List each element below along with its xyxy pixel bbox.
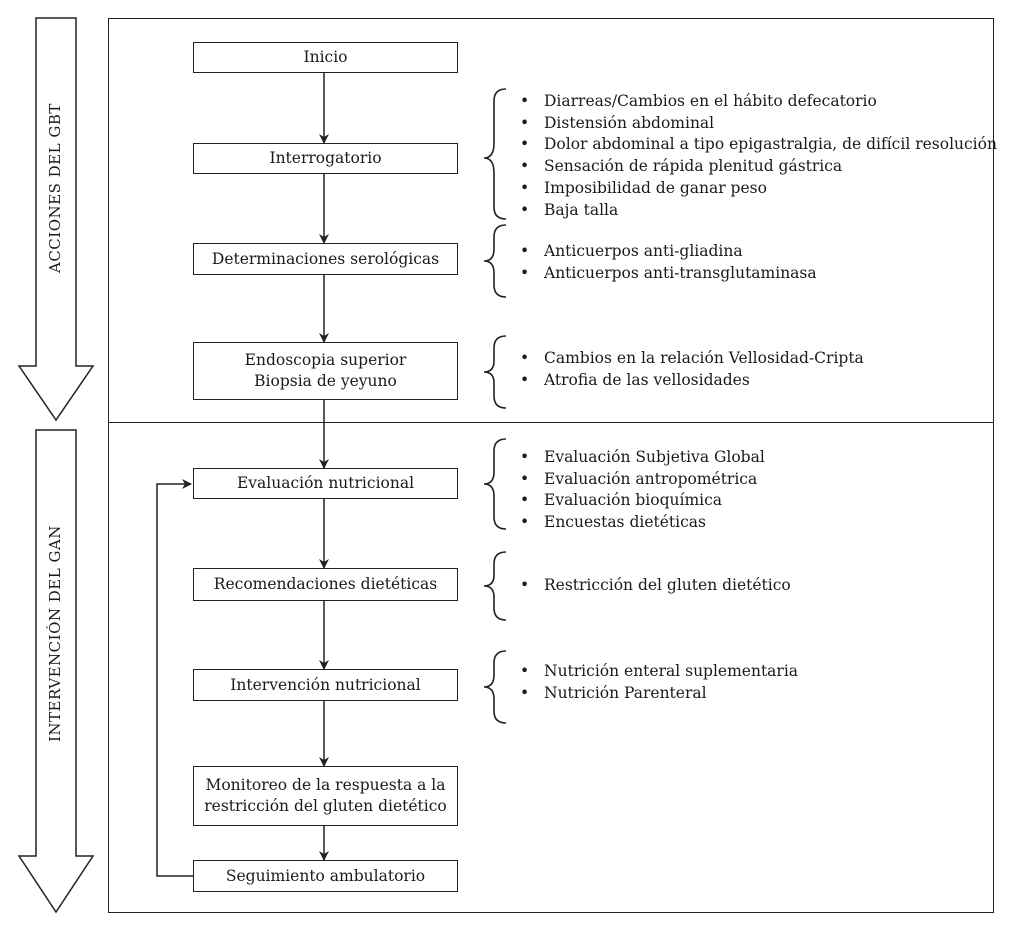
- list-item: Baja talla: [520, 200, 997, 222]
- step-endoscopia: Endoscopia superior Biopsia de yeyuno: [193, 342, 458, 400]
- step-monitoreo-line1: Monitoreo de la respuesta a la: [205, 776, 446, 794]
- feedback-loop-arrow: [156, 479, 193, 877]
- step-intervencion-label: Intervención nutricional: [230, 675, 421, 694]
- step-interrogatorio-label: Interrogatorio: [269, 149, 382, 167]
- brace-intervencion: [483, 650, 507, 724]
- step-seguimiento: Seguimiento ambulatorio: [193, 860, 458, 892]
- list-item: Encuestas dietéticas: [520, 512, 765, 534]
- list-item: Evaluación antropométrica: [520, 469, 765, 491]
- list-item: Nutrición enteral suplementaria: [520, 661, 798, 683]
- section-divider: [108, 422, 994, 423]
- list-item: Distensión abdominal: [520, 113, 997, 135]
- step-evaluacion-label: Evaluación nutricional: [236, 474, 415, 492]
- section-label-gan: INTERVENCIÓN DEL GAN: [46, 525, 64, 742]
- list-item: Dolor abdominal a tipo epigastralgia, de…: [520, 134, 997, 156]
- details-recomendaciones: Restricción del gluten dietético: [520, 575, 791, 597]
- section-arrow-bottom: [17, 429, 95, 914]
- list-item: Evaluación Subjetiva Global: [520, 447, 765, 469]
- list-item: Imposibilidad de ganar peso: [520, 178, 997, 200]
- step-inicio: Inicio: [193, 42, 458, 73]
- section-label-gbt: ACCIONES DEL GBT: [46, 103, 64, 273]
- details-evaluacion: Evaluación Subjetiva Global Evaluación a…: [520, 447, 765, 534]
- step-inicio-label: Inicio: [303, 48, 348, 66]
- step-serologicas-label: Determinaciones serológicas: [211, 249, 440, 268]
- list-item: Atrofia de las vellosidades: [520, 370, 864, 392]
- diagram-frame: [108, 18, 994, 913]
- step-recomendaciones: Recomendaciones dietéticas: [193, 568, 458, 601]
- brace-endoscopia: [483, 335, 507, 409]
- list-item: Anticuerpos anti-transglutaminasa: [520, 263, 817, 285]
- list-item: Evaluación bioquímica: [520, 490, 765, 512]
- details-intervencion: Nutrición enteral suplementaria Nutrició…: [520, 661, 798, 704]
- step-endoscopia-line2: Biopsia de yeyuno: [254, 372, 397, 390]
- details-interrogatorio: Diarreas/Cambios en el hábito defecatori…: [520, 91, 997, 221]
- list-item: Restricción del gluten dietético: [520, 575, 791, 597]
- brace-recomendaciones: [483, 551, 507, 621]
- step-interrogatorio: Interrogatorio: [193, 143, 458, 174]
- step-serologicas: Determinaciones serológicas: [193, 243, 458, 275]
- step-recomendaciones-label: Recomendaciones dietéticas: [213, 575, 438, 593]
- details-endoscopia: Cambios en la relación Vellosidad-Cripta…: [520, 348, 864, 391]
- brace-serologicas: [483, 224, 507, 298]
- list-item: Nutrición Parenteral: [520, 683, 798, 705]
- brace-evaluacion: [483, 438, 507, 530]
- step-seguimiento-label: Seguimiento ambulatorio: [225, 866, 426, 885]
- list-item: Anticuerpos anti-gliadina: [520, 241, 817, 263]
- step-intervencion: Intervención nutricional: [193, 669, 458, 701]
- step-evaluacion: Evaluación nutricional: [193, 468, 458, 499]
- section-arrow-top: [17, 17, 95, 422]
- step-monitoreo: Monitoreo de la respuesta a la restricci…: [193, 766, 458, 826]
- details-serologicas: Anticuerpos anti-gliadina Anticuerpos an…: [520, 241, 817, 284]
- list-item: Cambios en la relación Vellosidad-Cripta: [520, 348, 864, 370]
- step-endoscopia-line1: Endoscopia superior: [244, 351, 407, 369]
- list-item: Sensación de rápida plenitud gástrica: [520, 156, 997, 178]
- step-monitoreo-line2: restricción del gluten dietético: [204, 797, 447, 815]
- list-item: Diarreas/Cambios en el hábito defecatori…: [520, 91, 997, 113]
- brace-interrogatorio: [483, 88, 507, 220]
